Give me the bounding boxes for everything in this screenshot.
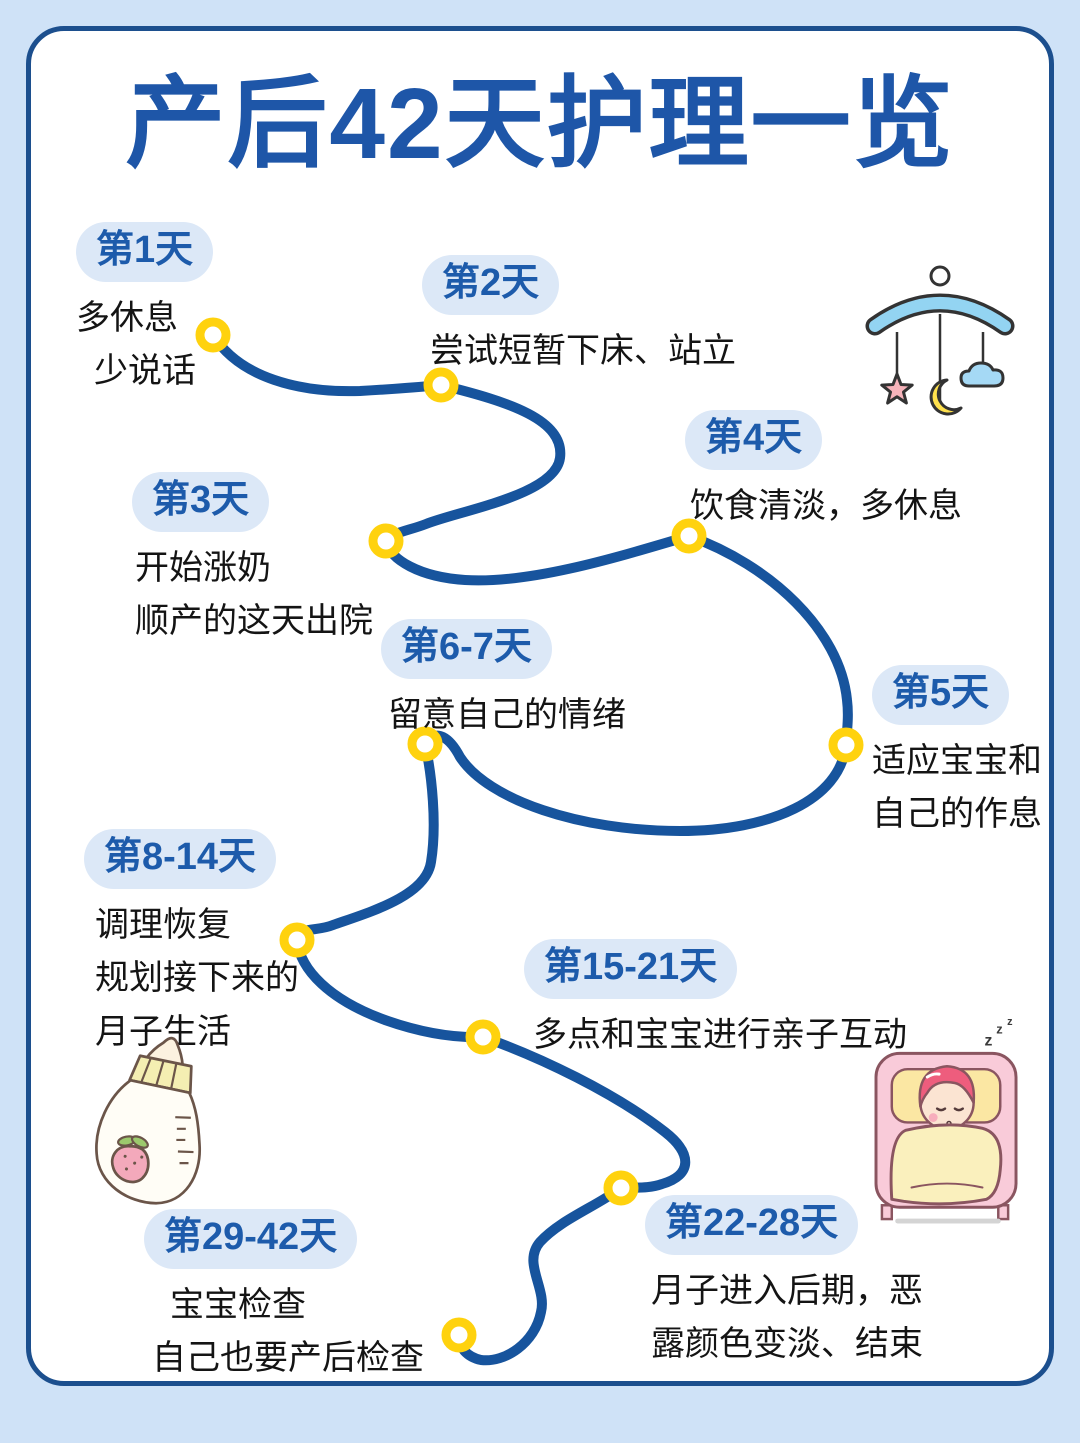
milestone-node-day-6-7 bbox=[407, 726, 443, 762]
sleeping-mother-icon: z z z bbox=[874, 1016, 1018, 1224]
milestone-day-4: 第4天 饮食清淡，多休息 bbox=[685, 410, 962, 533]
desc-line: 顺产的这天出院 bbox=[135, 602, 373, 641]
milestone-day-1: 第1天 多休息 少说话 bbox=[76, 222, 214, 399]
milestone-day-2-desc: 尝试短暂下床、站立 bbox=[430, 325, 736, 379]
milestone-day-15-21-label: 第15-21天 bbox=[524, 939, 738, 999]
milestone-day-8-14: 第8-14天 调理恢复 规划接下来的 月子生活 bbox=[84, 829, 299, 1060]
milestone-day-15-21-desc: 多点和宝宝进行亲子互动 bbox=[533, 1009, 907, 1063]
milestone-day-8-14-desc: 调理恢复 规划接下来的 月子生活 bbox=[95, 899, 299, 1060]
desc-line: 自己也要产后检查 bbox=[152, 1339, 424, 1378]
poster-title: 产后42天护理一览 bbox=[125, 68, 955, 180]
sleep-z-text: z bbox=[1007, 1016, 1013, 1028]
milestone-day-15-21: 第15-21天 多点和宝宝进行亲子互动 bbox=[524, 939, 907, 1062]
milestone-day-22-28: 第22-28天 月子进入后期，恶 露颜色变淡、结束 bbox=[645, 1195, 923, 1372]
milestone-day-5-label: 第5天 bbox=[872, 665, 1010, 725]
milestone-day-4-desc: 饮食清淡，多休息 bbox=[690, 480, 962, 534]
desc-line: 开始涨奶 bbox=[135, 548, 271, 587]
desc-line: 留意自己的情绪 bbox=[388, 695, 626, 734]
moon-icon bbox=[929, 378, 963, 416]
milestone-node-day-15-21 bbox=[465, 1019, 501, 1055]
baby-bottle-icon bbox=[95, 1036, 201, 1205]
cloud-icon bbox=[959, 361, 1005, 388]
milestone-node-day-5 bbox=[828, 727, 864, 763]
desc-line: 尝试短暂下床、站立 bbox=[430, 331, 736, 370]
desc-line: 少说话 bbox=[94, 352, 196, 391]
milestone-day-2: 第2天 尝试短暂下床、站立 bbox=[422, 255, 736, 378]
milestone-node-day-1 bbox=[195, 317, 231, 353]
milestone-node-day-22-28 bbox=[603, 1170, 639, 1206]
milestone-day-8-14-label: 第8-14天 bbox=[84, 829, 277, 889]
baby-mobile-icon bbox=[865, 265, 1015, 416]
sleep-z-text: z bbox=[996, 1022, 1002, 1037]
milestone-day-1-desc: 多休息 少说话 bbox=[76, 292, 213, 399]
milestone-day-5-desc: 适应宝宝和 自己的作息 bbox=[872, 735, 1042, 842]
desc-line: 自己的作息 bbox=[872, 795, 1042, 834]
milestone-day-3-desc: 开始涨奶 顺产的这天出院 bbox=[135, 542, 373, 649]
milestone-node-day-8-14 bbox=[279, 922, 315, 958]
desc-line: 规划接下来的 bbox=[95, 959, 299, 998]
milestone-day-22-28-desc: 月子进入后期，恶 露颜色变淡、结束 bbox=[651, 1265, 923, 1372]
desc-line: 宝宝检查 bbox=[170, 1285, 306, 1324]
desc-line: 适应宝宝和 bbox=[872, 741, 1042, 780]
milestone-day-3-label: 第3天 bbox=[132, 472, 270, 532]
desc-line: 调理恢复 bbox=[95, 905, 231, 944]
star-icon bbox=[880, 372, 914, 405]
milestone-day-6-7-desc: 留意自己的情绪 bbox=[388, 689, 626, 743]
milestone-node-day-2 bbox=[423, 367, 459, 403]
milestone-day-1-label: 第1天 bbox=[76, 222, 214, 282]
milestone-day-6-7-label: 第6-7天 bbox=[381, 619, 552, 679]
milestone-day-6-7: 第6-7天 留意自己的情绪 bbox=[381, 619, 626, 742]
route-line bbox=[208, 330, 853, 1366]
milestone-day-29-42: 第29-42天 宝宝检查 自己也要产后检查 bbox=[144, 1209, 424, 1386]
milestone-node-day-3 bbox=[368, 523, 404, 559]
desc-line: 多点和宝宝进行亲子互动 bbox=[533, 1015, 907, 1054]
milestone-node-day-29-42 bbox=[441, 1317, 477, 1353]
milestone-node-day-4 bbox=[671, 518, 707, 554]
milestone-day-3: 第3天 开始涨奶 顺产的这天出院 bbox=[132, 472, 373, 649]
milestone-day-29-42-label: 第29-42天 bbox=[144, 1209, 358, 1269]
milestone-day-5: 第5天 适应宝宝和 自己的作息 bbox=[872, 665, 1042, 842]
desc-line: 多休息 bbox=[76, 298, 178, 337]
milestone-day-4-label: 第4天 bbox=[685, 410, 823, 470]
desc-line: 露颜色变淡、结束 bbox=[651, 1325, 923, 1364]
milestone-day-2-label: 第2天 bbox=[422, 255, 560, 315]
milestone-day-22-28-label: 第22-28天 bbox=[645, 1195, 859, 1255]
desc-line: 饮食清淡，多休息 bbox=[690, 486, 962, 525]
milestone-day-29-42-desc: 宝宝检查 自己也要产后检查 bbox=[152, 1279, 424, 1386]
desc-line: 月子进入后期，恶 bbox=[651, 1271, 923, 1310]
sleep-z-text: z bbox=[984, 1033, 992, 1050]
